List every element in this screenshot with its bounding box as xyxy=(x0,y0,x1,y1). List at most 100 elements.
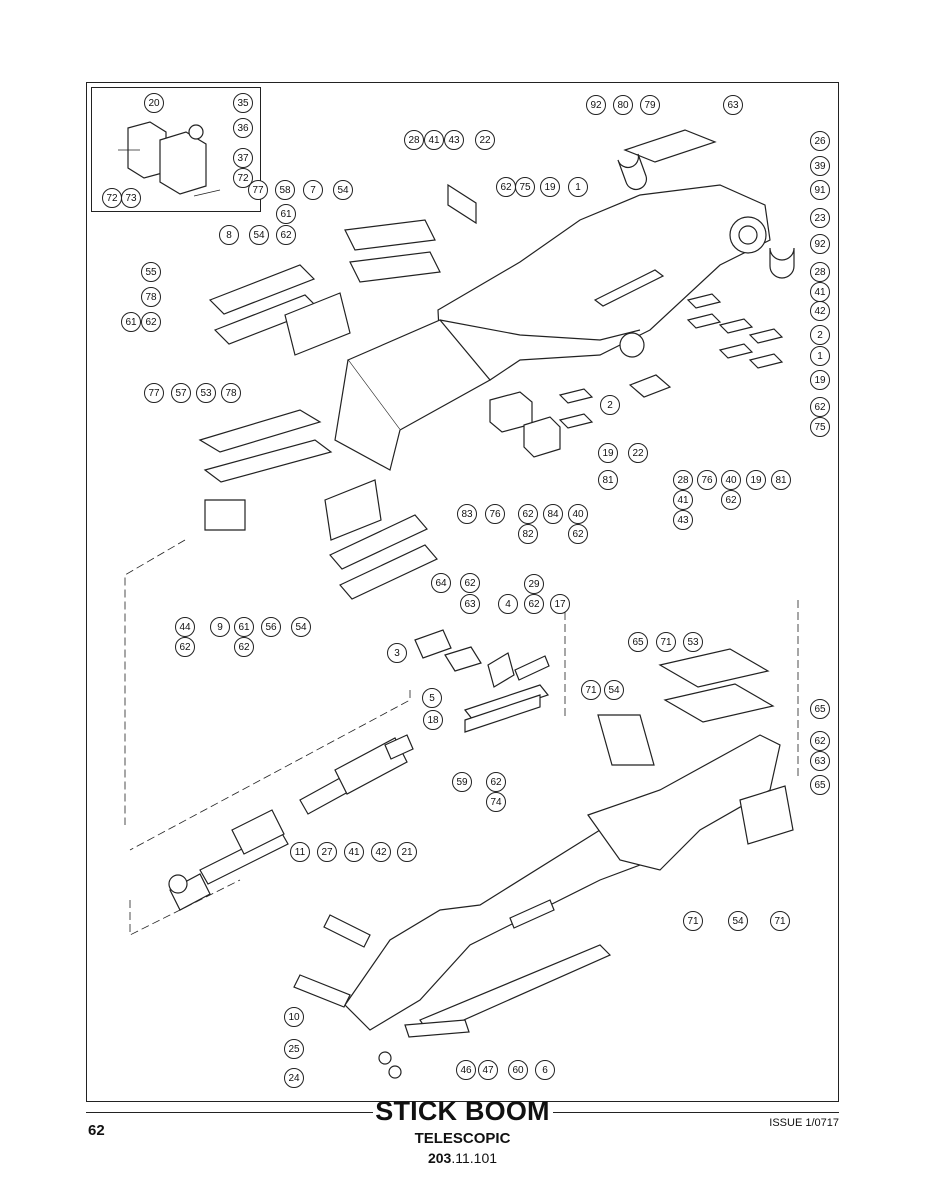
callout-bubble: 62 xyxy=(175,637,195,657)
callout-label: 78 xyxy=(225,388,237,399)
callout-label: 74 xyxy=(490,797,502,808)
callout-bubble: 63 xyxy=(723,95,743,115)
callout-label: 64 xyxy=(435,578,447,589)
callout-bubble: 17 xyxy=(550,594,570,614)
callout-label: 54 xyxy=(253,230,265,241)
callout-label: 2 xyxy=(817,330,823,341)
callout-bubble: 43 xyxy=(444,130,464,150)
guide-lines xyxy=(124,539,799,936)
callout-label: 26 xyxy=(814,136,826,147)
callout-label: 62 xyxy=(464,578,476,589)
callout-bubble: 10 xyxy=(284,1007,304,1027)
callout-bubble: 64 xyxy=(431,573,451,593)
callout-bubble: 43 xyxy=(673,510,693,530)
callout-label: 57 xyxy=(175,388,187,399)
callout-bubble: 92 xyxy=(586,95,606,115)
callout-bubble: 47 xyxy=(478,1060,498,1080)
callout-bubble: 62 xyxy=(568,524,588,544)
callout-bubble: 55 xyxy=(141,262,161,282)
callout-bubble: 41 xyxy=(344,842,364,862)
callout-label: 53 xyxy=(687,637,699,648)
callout-label: 36 xyxy=(237,123,249,134)
callout-bubble: 6 xyxy=(535,1060,555,1080)
hydraulic-cylinder xyxy=(168,734,414,911)
callout-bubble: 18 xyxy=(423,710,443,730)
callout-bubble: 28 xyxy=(673,470,693,490)
callout-bubble: 19 xyxy=(540,177,560,197)
detail-inset-frame xyxy=(91,87,261,212)
callout-bubble: 40 xyxy=(721,470,741,490)
callout-label: 23 xyxy=(814,213,826,224)
callout-label: 62 xyxy=(572,529,584,540)
callout-bubble: 54 xyxy=(728,911,748,931)
callout-bubble: 71 xyxy=(656,632,676,652)
callout-label: 24 xyxy=(288,1073,300,1084)
callout-label: 63 xyxy=(464,599,476,610)
callout-label: 55 xyxy=(145,267,157,278)
callout-bubble: 22 xyxy=(628,443,648,463)
callout-label: 1 xyxy=(817,351,823,362)
part-number: 203.11.101 xyxy=(86,1150,839,1166)
callout-label: 42 xyxy=(814,306,826,317)
callout-label: 54 xyxy=(732,916,744,927)
callout-label: 82 xyxy=(522,529,534,540)
callout-label: 83 xyxy=(461,509,473,520)
callout-label: 61 xyxy=(238,622,250,633)
callout-bubble: 2 xyxy=(810,325,830,345)
callout-label: 62 xyxy=(814,736,826,747)
callout-bubble: 61 xyxy=(234,617,254,637)
callout-label: 37 xyxy=(237,153,249,164)
upper-boom-assembly xyxy=(334,129,795,471)
callout-label: 78 xyxy=(145,292,157,303)
callout-bubble: 73 xyxy=(121,188,141,208)
callout-label: 75 xyxy=(814,422,826,433)
callout-label: 72 xyxy=(106,193,118,204)
callout-label: 3 xyxy=(394,648,400,659)
callout-bubble: 1 xyxy=(568,177,588,197)
callout-bubble: 59 xyxy=(452,772,472,792)
callout-label: 62 xyxy=(522,509,534,520)
lock-blocks xyxy=(489,293,784,458)
callout-bubble: 71 xyxy=(683,911,703,931)
callout-label: 79 xyxy=(644,100,656,111)
callout-bubble: 74 xyxy=(486,792,506,812)
callout-label: 62 xyxy=(814,402,826,413)
callout-label: 63 xyxy=(727,100,739,111)
callout-label: 43 xyxy=(677,515,689,526)
callout-bubble: 40 xyxy=(568,504,588,524)
callout-bubble: 62 xyxy=(460,573,480,593)
callout-label: 71 xyxy=(687,916,699,927)
callout-bubble: 78 xyxy=(221,383,241,403)
callout-label: 19 xyxy=(544,182,556,193)
page-subtitle: TELESCOPIC xyxy=(414,1130,511,1147)
callout-bubble: 77 xyxy=(144,383,164,403)
callout-label: 19 xyxy=(814,375,826,386)
callout-bubble: 11 xyxy=(290,842,310,862)
callout-bubble: 8 xyxy=(219,225,239,245)
callout-bubble: 2 xyxy=(600,395,620,415)
callout-bubble: 5 xyxy=(422,688,442,708)
callout-bubble: 41 xyxy=(673,490,693,510)
callout-bubble: 62 xyxy=(276,225,296,245)
callout-bubble: 92 xyxy=(810,234,830,254)
callout-bubble: 35 xyxy=(233,93,253,113)
callout-label: 65 xyxy=(814,780,826,791)
callout-label: 41 xyxy=(428,135,440,146)
callout-label: 19 xyxy=(602,448,614,459)
callout-bubble: 36 xyxy=(233,118,253,138)
callout-label: 60 xyxy=(512,1065,524,1076)
callout-label: 76 xyxy=(701,475,713,486)
callout-label: 7 xyxy=(310,185,316,196)
callout-label: 43 xyxy=(448,135,460,146)
callout-bubble: 62 xyxy=(234,637,254,657)
callout-label: 62 xyxy=(179,642,191,653)
callout-label: 35 xyxy=(237,98,249,109)
callout-bubble: 72 xyxy=(102,188,122,208)
callout-bubble: 42 xyxy=(371,842,391,862)
callout-label: 80 xyxy=(617,100,629,111)
callout-bubble: 7 xyxy=(303,180,323,200)
callout-label: 46 xyxy=(460,1065,472,1076)
callout-label: 58 xyxy=(279,185,291,196)
